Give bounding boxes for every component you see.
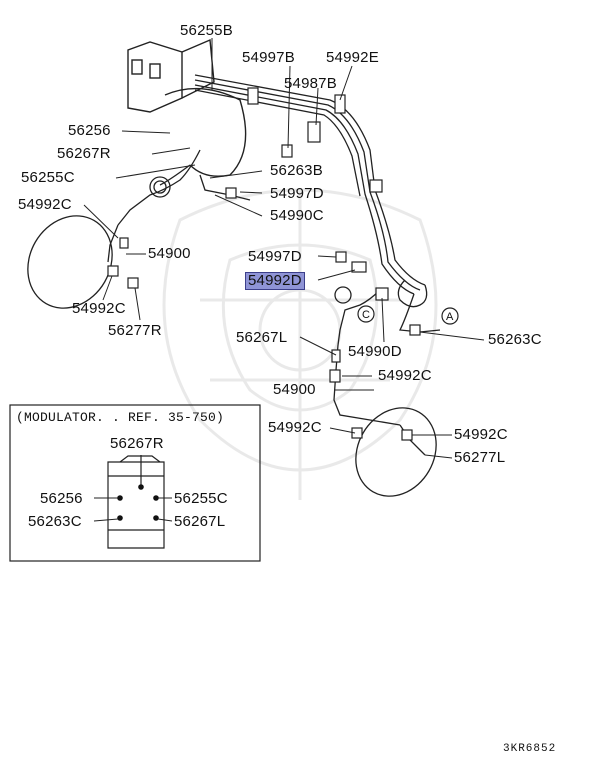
- part-label-56267l[interactable]: 56267L: [236, 329, 288, 346]
- part-label-56255c[interactable]: 56255C: [21, 169, 75, 186]
- part-label-56256[interactable]: 56256: [68, 122, 111, 139]
- part-label-54992d-highlighted[interactable]: 54992D: [245, 272, 305, 290]
- part-label-54992c-right[interactable]: 54992C: [454, 426, 508, 443]
- part-label-56263c[interactable]: 56263C: [488, 331, 542, 348]
- part-label-56277l[interactable]: 56277L: [454, 449, 506, 466]
- part-label-54987b[interactable]: 54987B: [284, 75, 337, 92]
- part-label-54900-mid[interactable]: 54900: [273, 381, 316, 398]
- part-label-56263b[interactable]: 56263B: [270, 162, 323, 179]
- part-label-54990d[interactable]: 54990D: [348, 343, 402, 360]
- part-label-54992c-bottom[interactable]: 54992C: [268, 419, 322, 436]
- inset-ports: [117, 484, 159, 521]
- part-label-56255b[interactable]: 56255B: [180, 22, 233, 39]
- inset-label-56267r[interactable]: 56267R: [110, 435, 164, 452]
- inset-label-56263c[interactable]: 56263C: [28, 513, 82, 530]
- inset-label-56256[interactable]: 56256: [40, 490, 83, 507]
- inset-modulator-drawing: [107, 455, 165, 549]
- callout-label-c: C: [362, 309, 371, 321]
- inset-label-56267l[interactable]: 56267L: [174, 513, 226, 530]
- part-label-54992c-lower-left[interactable]: 54992C: [72, 300, 126, 317]
- brake-lines: [107, 74, 441, 456]
- front-right-rotor: [355, 407, 437, 497]
- inset-label-56255c[interactable]: 56255C: [174, 490, 228, 507]
- part-label-54997b[interactable]: 54997B: [242, 49, 295, 66]
- part-label-54992c-left[interactable]: 54992C: [18, 196, 72, 213]
- inset-leaders: [93, 497, 173, 522]
- part-label-54900-left[interactable]: 54900: [148, 245, 191, 262]
- part-label-54992c-mid[interactable]: 54992C: [378, 367, 432, 384]
- front-left-rotor: [27, 215, 113, 309]
- leader-lines: [83, 38, 485, 459]
- part-label-54992e[interactable]: 54992E: [326, 49, 379, 66]
- inset-caption: (MODULATOR. . REF. 35-750): [16, 410, 225, 425]
- callout-circle-c: [357, 305, 375, 323]
- callout-label-a: A: [446, 311, 454, 323]
- part-label-56277r[interactable]: 56277R: [108, 322, 162, 339]
- part-label-56267r[interactable]: 56267R: [57, 145, 111, 162]
- part-label-54997d-mid[interactable]: 54997D: [248, 248, 302, 265]
- inset-frame: [9, 404, 261, 562]
- modulator-assembly: [127, 38, 247, 177]
- callout-circle-a: [441, 307, 459, 325]
- part-label-54990c[interactable]: 54990C: [270, 207, 324, 224]
- diagram-code: 3KR6852: [503, 743, 557, 755]
- part-label-54997d-top[interactable]: 54997D: [270, 185, 324, 202]
